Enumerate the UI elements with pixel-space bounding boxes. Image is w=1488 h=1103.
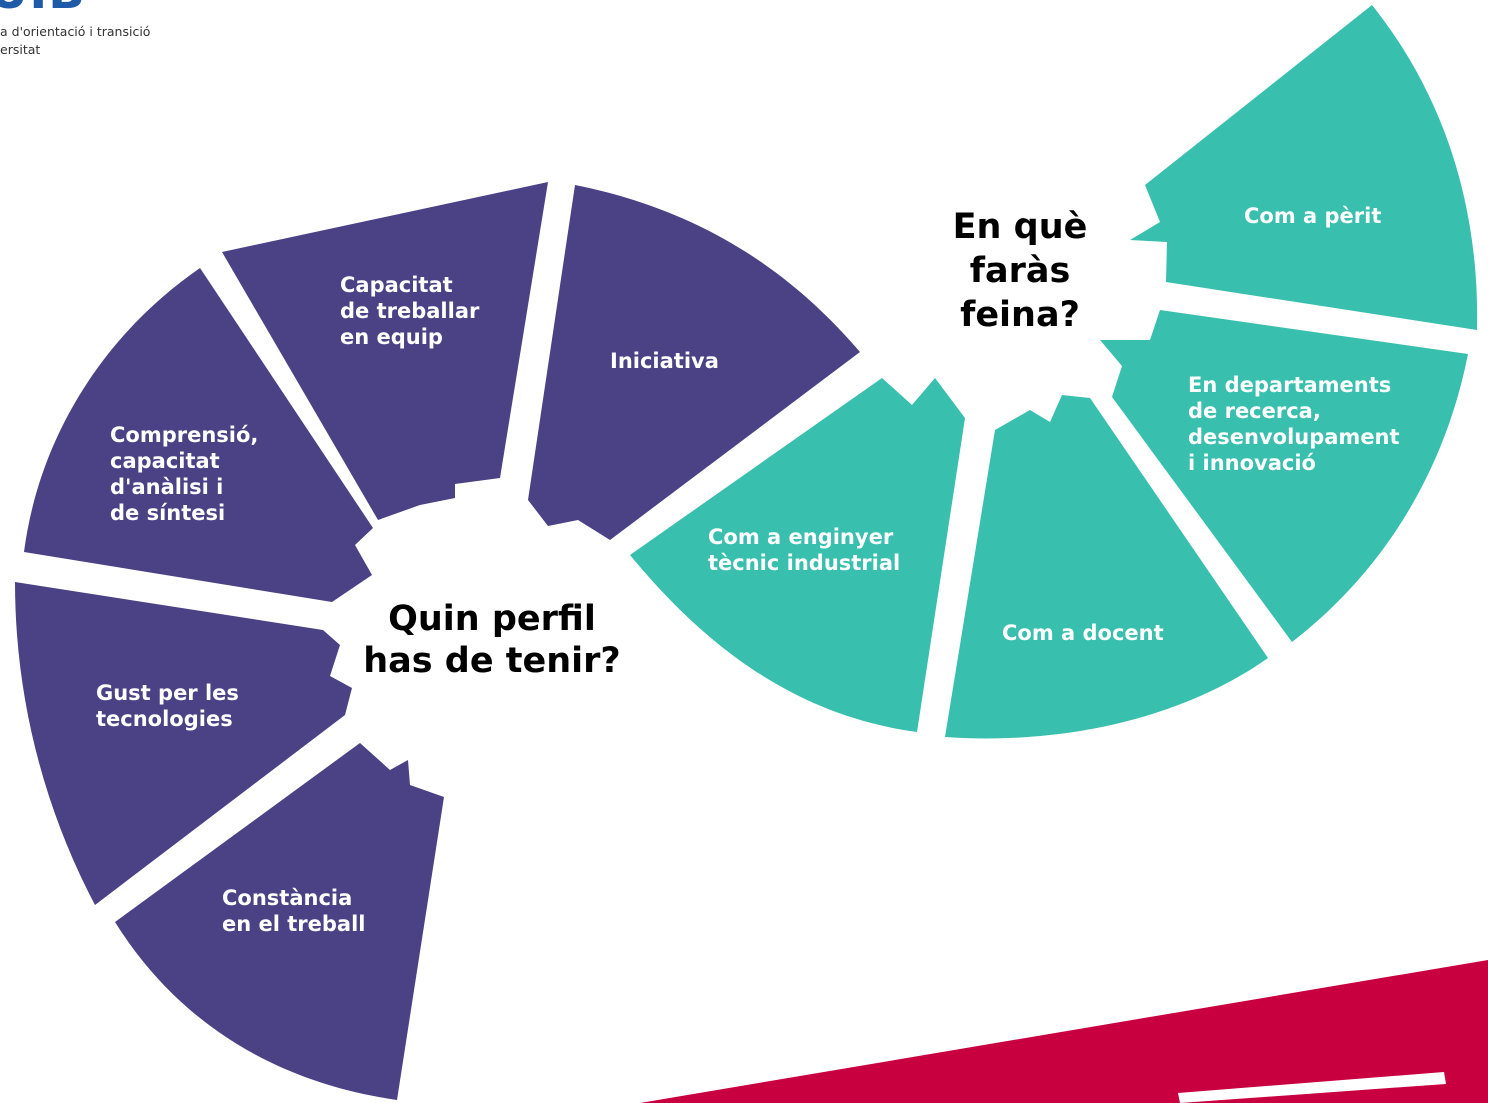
job-label-engineer: Com a enginyer tècnic industrial bbox=[708, 525, 901, 575]
logo: itUIB a d'orientació i transició ersitat bbox=[0, 0, 200, 70]
profile-label-comprehension: Comprensió, capacitat d'anàlisi i de sín… bbox=[110, 423, 259, 525]
profile-segment-perseverance bbox=[115, 743, 444, 1100]
profile-segment-comprehension bbox=[24, 268, 373, 602]
jobs-title: En què faràs feina? bbox=[952, 207, 1088, 335]
profile-label-perseverance: Constància en el treball bbox=[222, 886, 366, 936]
job-label-teacher: Com a docent bbox=[1002, 621, 1164, 645]
profile-label-teamwork: Capacitat de treballar en equip bbox=[340, 273, 480, 349]
job-label-expert: Com a pèrit bbox=[1244, 204, 1382, 228]
profile-title: Quin perfil has de tenir? bbox=[363, 599, 621, 681]
logo-tagline-1: a d'orientació i transició bbox=[0, 24, 151, 39]
job-segment-teacher bbox=[945, 395, 1268, 739]
profile-label-technology: Gust per les tecnologies bbox=[96, 681, 239, 731]
job-segment-research bbox=[1100, 310, 1468, 642]
profile-segment-teamwork bbox=[222, 182, 548, 520]
logo-wordmark: itUIB bbox=[0, 0, 86, 20]
job-segment-expert bbox=[1130, 5, 1478, 330]
accent-band bbox=[640, 960, 1488, 1103]
profile-label-initiative: Iniciativa bbox=[610, 349, 719, 373]
profile-segment-technology bbox=[15, 582, 352, 905]
logo-tagline-2: ersitat bbox=[0, 42, 41, 57]
accent-stripe bbox=[1178, 1072, 1446, 1103]
profile-segment-initiative bbox=[528, 185, 860, 540]
job-segment-engineer bbox=[630, 378, 965, 732]
job-label-research: En departaments de recerca, desenvolupam… bbox=[1188, 373, 1400, 475]
